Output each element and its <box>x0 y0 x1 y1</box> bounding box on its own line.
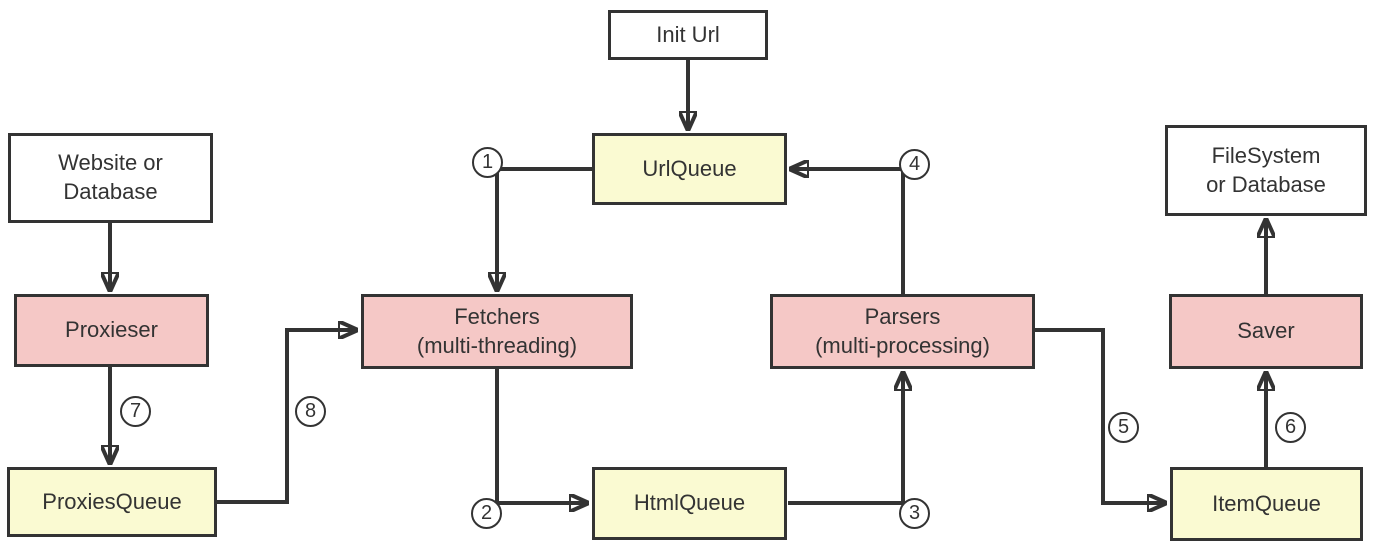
arrow-proxies-queue-to-fetchers <box>216 330 356 504</box>
node-saver: Saver <box>1169 294 1363 369</box>
node-html-queue: HtmlQueue <box>592 467 787 540</box>
node-filesystem-or-database: FileSystem or Database <box>1165 125 1367 216</box>
step-badge-6: 6 <box>1275 412 1306 443</box>
node-parsers: Parsers (multi-processing) <box>770 294 1035 369</box>
arrow-parsers-to-url-queue <box>791 169 905 294</box>
step-badge-8: 8 <box>295 396 326 427</box>
node-proxieser: Proxieser <box>14 294 209 367</box>
step-badge-3: 3 <box>899 498 930 529</box>
step-badge-4: 4 <box>899 149 930 180</box>
arrow-parsers-to-item-queue <box>1035 328 1165 503</box>
node-website-or-database: Website or Database <box>8 133 213 223</box>
step-badge-7: 7 <box>120 396 151 427</box>
node-proxies-queue: ProxiesQueue <box>7 467 217 537</box>
node-item-queue: ItemQueue <box>1170 467 1363 541</box>
step-badge-1: 1 <box>472 147 503 178</box>
node-init-url: Init Url <box>608 10 768 60</box>
node-fetchers: Fetchers (multi-threading) <box>361 294 633 369</box>
node-url-queue: UrlQueue <box>592 133 787 205</box>
arrow-html-queue-to-parsers <box>788 373 903 505</box>
step-badge-2: 2 <box>471 498 502 529</box>
step-badge-5: 5 <box>1108 412 1139 443</box>
arrow-fetchers-to-html-queue <box>495 369 587 503</box>
arrow-url-queue-to-fetchers <box>497 167 592 290</box>
